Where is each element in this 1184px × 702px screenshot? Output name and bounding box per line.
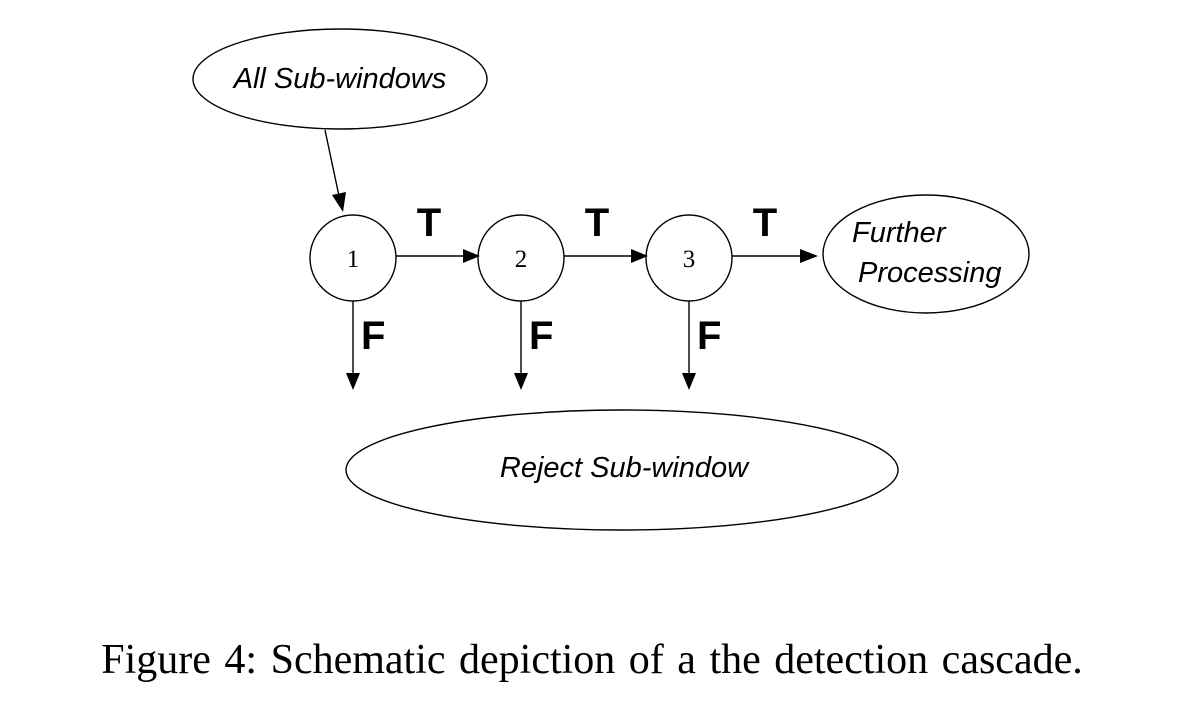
true-label-3: T <box>753 201 777 245</box>
reject-subwindow-label: Reject Sub-window <box>500 452 750 484</box>
figure-caption: Figure 4: Schematic depiction of a the d… <box>101 637 1083 683</box>
all-subwindows-label: All Sub-windows <box>232 63 447 95</box>
further-processing-line2: Processing <box>858 257 1001 289</box>
true-arrow-2-3: T <box>564 201 648 263</box>
stage-2-label: 2 <box>515 246 528 273</box>
stage-1-label: 1 <box>347 246 360 273</box>
stage-node-3: 3 <box>645 214 733 302</box>
stage-3-label: 3 <box>683 246 696 273</box>
further-processing-line1: Further <box>852 217 947 249</box>
further-processing-node: Further Processing <box>822 194 1030 314</box>
entry-arrow <box>324 129 346 212</box>
true-label-2: T <box>585 201 609 245</box>
reject-subwindow-node: Reject Sub-window <box>345 409 899 531</box>
false-label-2: F <box>529 314 553 358</box>
true-arrow-1-2: T <box>396 201 480 263</box>
all-subwindows-node: All Sub-windows <box>192 28 488 130</box>
false-arrow-3: F <box>682 301 721 390</box>
false-label-1: F <box>361 314 385 358</box>
false-label-3: F <box>697 314 721 358</box>
false-arrow-1: F <box>346 301 385 390</box>
stage-node-2: 2 <box>477 214 565 302</box>
stage-node-1: 1 <box>309 214 397 302</box>
true-arrow-3-further: T <box>732 201 818 263</box>
false-arrow-2: F <box>514 301 553 390</box>
true-label-1: T <box>417 201 441 245</box>
